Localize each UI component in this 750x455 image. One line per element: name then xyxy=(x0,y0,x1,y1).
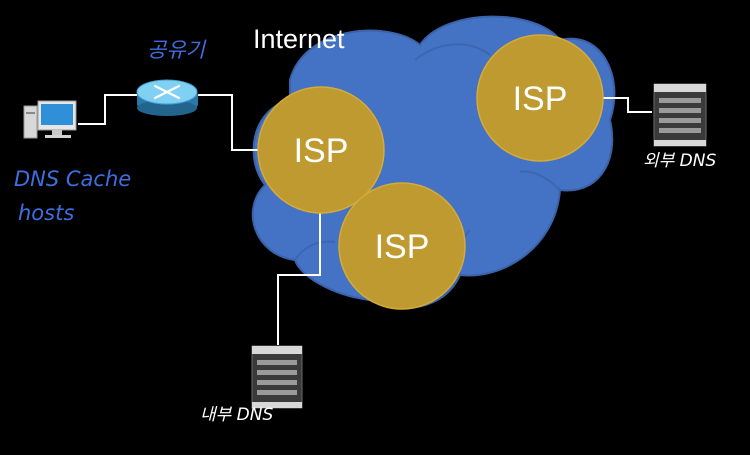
router-isp-line xyxy=(198,94,262,151)
internal-dns-label: 내부 DNS xyxy=(200,405,273,425)
external-dns-label: 외부 DNS xyxy=(643,151,716,171)
isp-node-3: ISP xyxy=(338,182,466,310)
isp-node-1: ISP xyxy=(257,86,385,214)
pc-router-line xyxy=(78,94,137,125)
isp-label: ISP xyxy=(375,228,430,266)
isp-label: ISP xyxy=(513,80,568,118)
connection-lines xyxy=(78,94,652,345)
client-label-hosts: hosts xyxy=(18,201,74,225)
router-icon xyxy=(136,79,198,116)
isp-external-dns-line xyxy=(602,97,652,113)
router-label: 공유기 xyxy=(147,38,207,62)
internet-title: Internet xyxy=(253,24,345,54)
external-dns-server-icon xyxy=(653,83,707,147)
isp-label: ISP xyxy=(294,132,349,170)
isp-node-2: ISP xyxy=(476,34,604,162)
internal-dns-server-icon xyxy=(251,345,303,409)
desktop-computer-icon xyxy=(23,100,77,139)
isp-internal-dns-line xyxy=(277,210,321,345)
client-label-dns-cache: DNS Cache xyxy=(14,167,131,191)
